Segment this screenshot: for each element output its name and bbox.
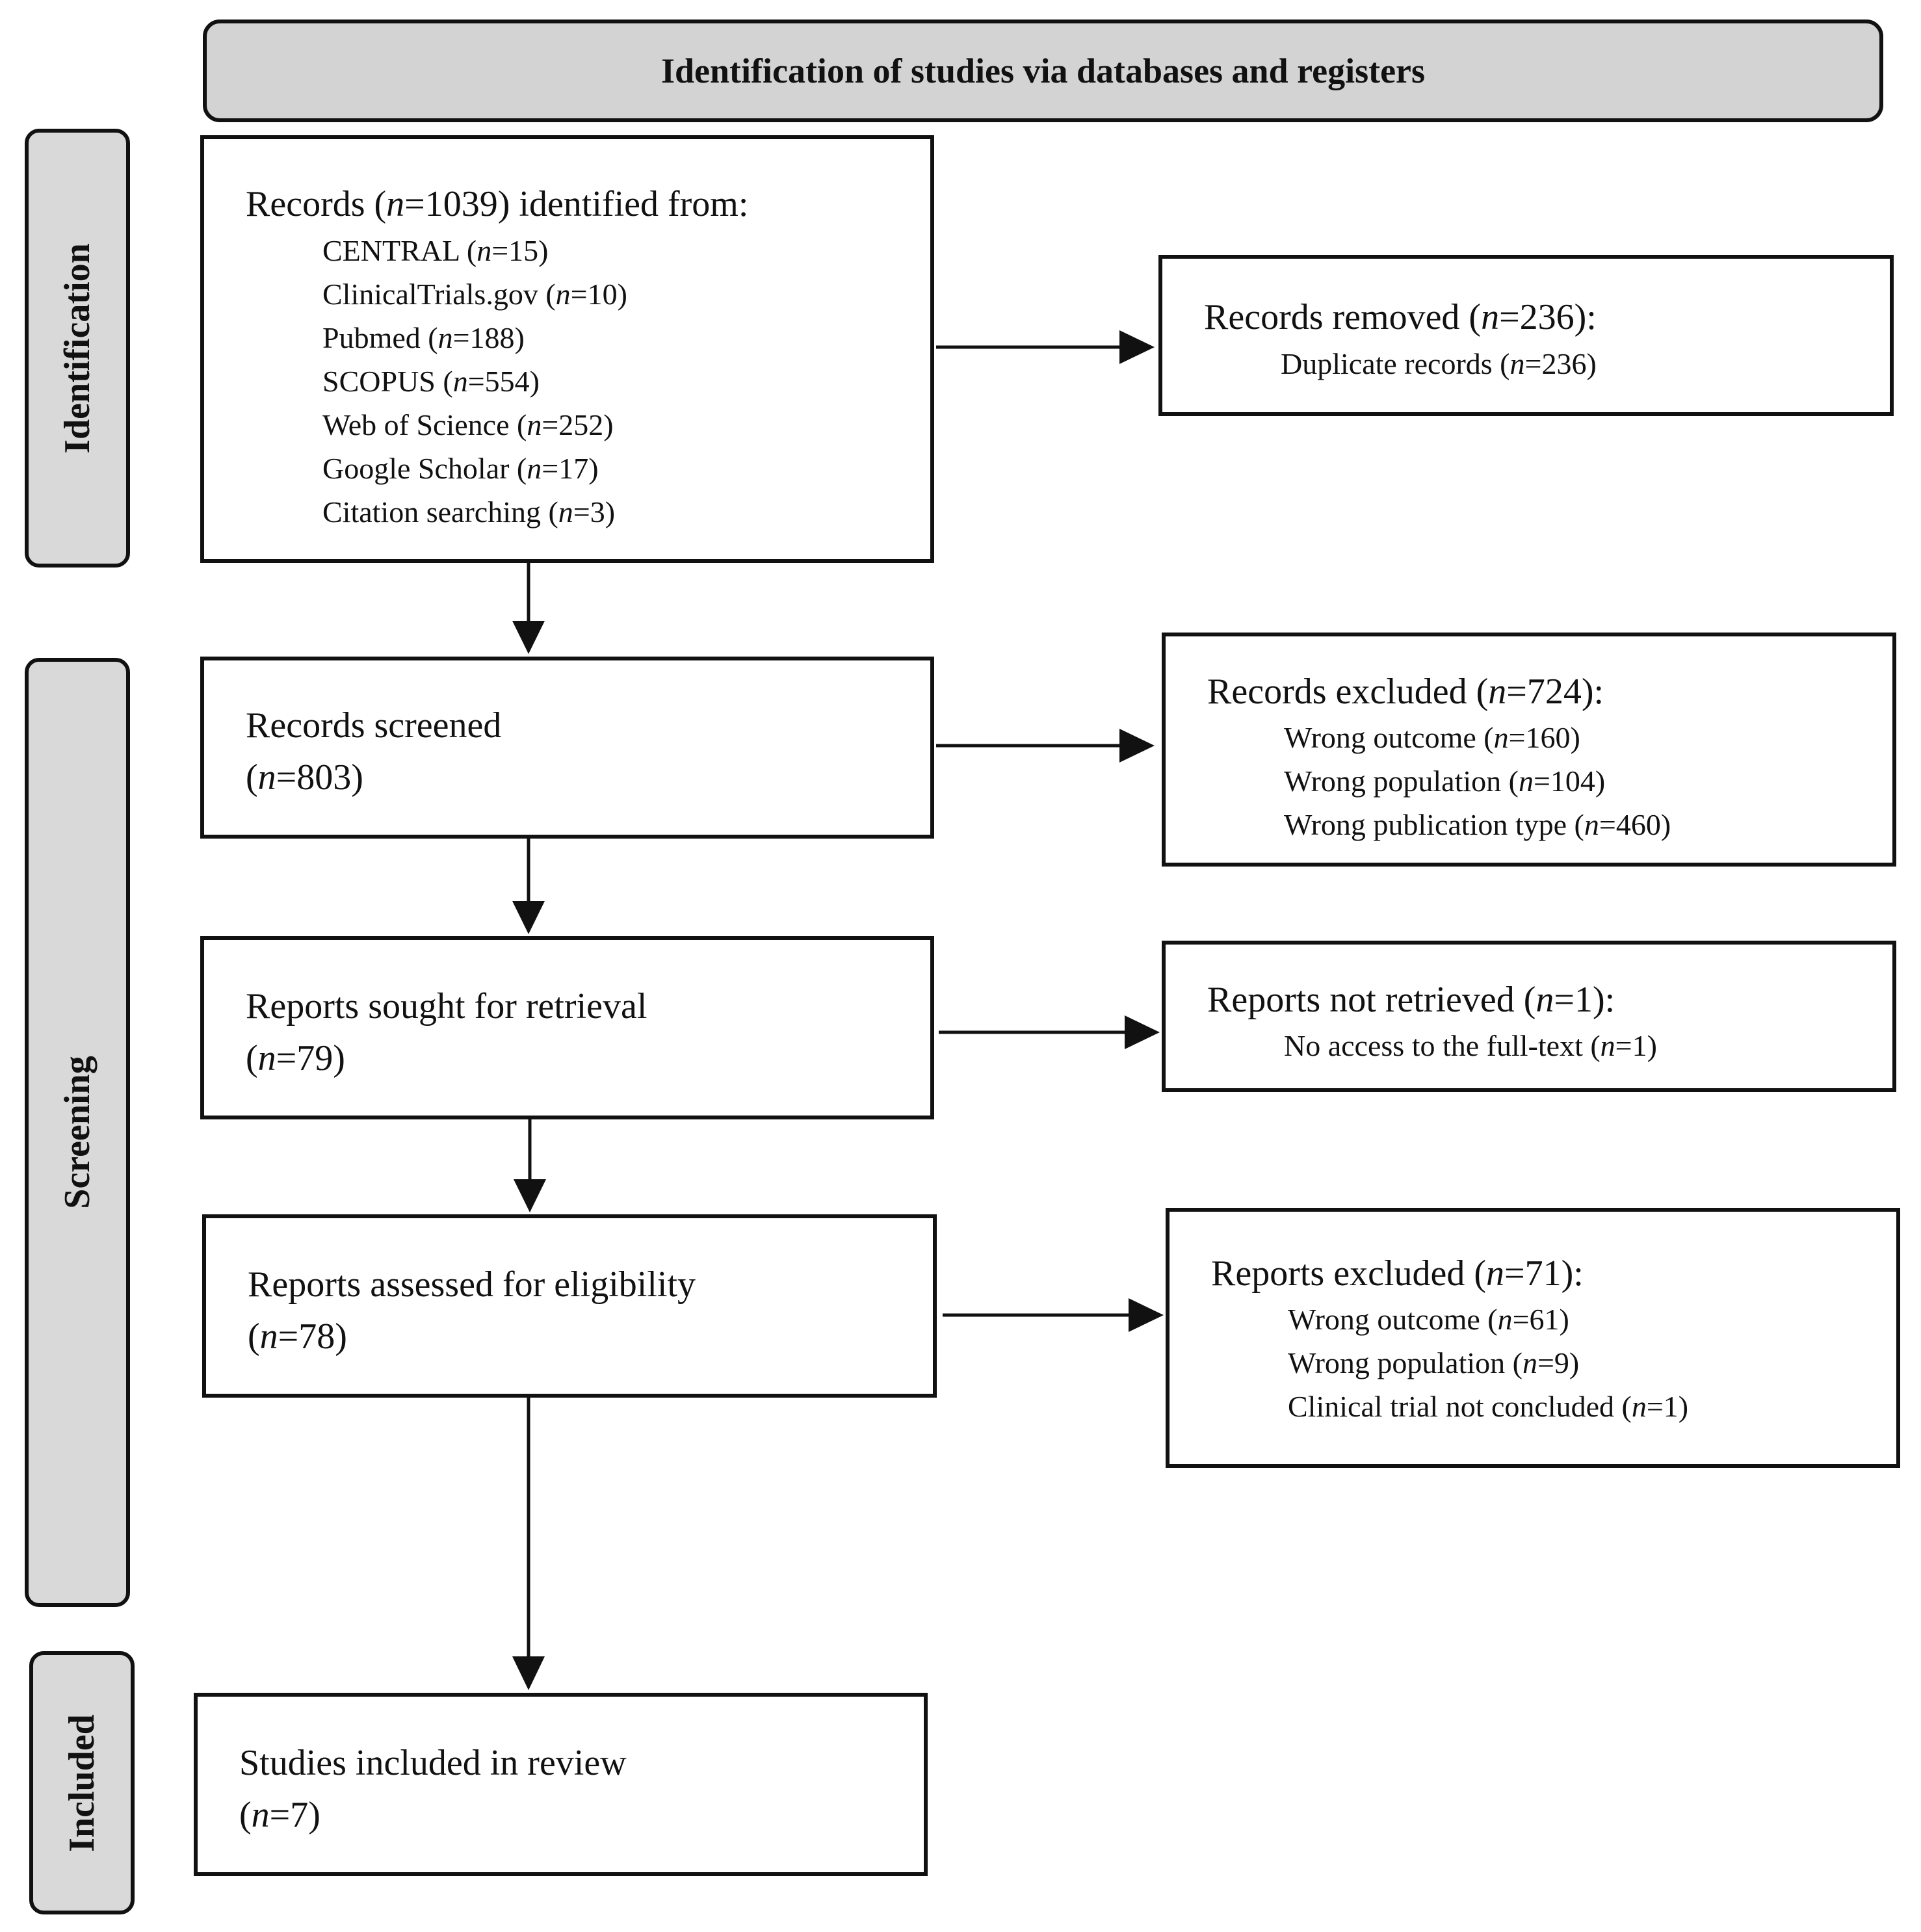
list-item: Clinical trial not concluded (n=1) bbox=[1288, 1390, 1689, 1423]
list-item: ClinicalTrials.gov (n=10) bbox=[322, 278, 627, 311]
reports-sought-box: Reports sought for retrieval (n=79) bbox=[200, 936, 934, 1119]
phase-identification: Identification bbox=[25, 129, 130, 568]
header-title: Identification of studies via databases … bbox=[660, 51, 1426, 90]
reports-assessed-text: Reports assessed for eligibility (n=78) bbox=[248, 1264, 696, 1357]
records-excluded-box: Records excluded (n=724): Wrong outcome … bbox=[1162, 633, 1896, 867]
reports-sought-text: Reports sought for retrieval (n=79) bbox=[246, 986, 647, 1078]
list-item: Citation searching (n=3) bbox=[322, 495, 616, 529]
list-item: Pubmed (n=188) bbox=[322, 321, 525, 354]
studies-included-box: Studies included in review (n=7) bbox=[194, 1693, 928, 1876]
arrow-identified-to-removed bbox=[936, 330, 1155, 364]
reports-not-retrieved-heading: Reports not retrieved (n=1): bbox=[1207, 980, 1615, 1020]
list-item: Wrong population (n=104) bbox=[1284, 764, 1606, 798]
arrow-screened-to-sought bbox=[512, 839, 545, 934]
list-item: Wrong outcome (n=61) bbox=[1288, 1303, 1569, 1336]
list-item: Wrong outcome (n=160) bbox=[1284, 721, 1580, 754]
phase-screening: Screening bbox=[25, 658, 130, 1607]
list-item: Google Scholar (n=17) bbox=[322, 452, 599, 485]
list-item: CENTRAL (n=15) bbox=[322, 234, 549, 267]
records-screened-text: Records screened (n=803) bbox=[246, 705, 502, 798]
arrow-screened-to-excluded bbox=[936, 729, 1155, 763]
source-list: CENTRAL (n=15) ClinicalTrials.gov (n=10)… bbox=[322, 229, 627, 534]
arrow-assessed-to-included bbox=[512, 1398, 545, 1690]
list-item: Wrong population (n=9) bbox=[1288, 1346, 1580, 1379]
arrow-sought-to-assessed bbox=[514, 1119, 546, 1212]
records-identified-box: Records (n=1039) identified from: CENTRA… bbox=[200, 135, 934, 563]
reports-excluded-box: Reports excluded (n=71): Wrong outcome (… bbox=[1166, 1208, 1900, 1468]
arrow-assessed-to-reports-excluded bbox=[943, 1298, 1164, 1332]
records-removed-heading: Records removed (n=236): bbox=[1204, 297, 1597, 337]
records-excluded-heading: Records excluded (n=724): bbox=[1207, 672, 1604, 712]
list-item: SCOPUS (n=554) bbox=[322, 365, 540, 398]
list-item: No access to the full-text (n=1) bbox=[1284, 1029, 1657, 1062]
list-item: Web of Science (n=252) bbox=[322, 408, 614, 441]
records-identified-heading: Records (n=1039) identified from: bbox=[246, 184, 749, 224]
header-banner: Identification of studies via databases … bbox=[203, 20, 1883, 122]
reports-excluded-list: Wrong outcome (n=61) Wrong population (n… bbox=[1288, 1298, 1688, 1428]
records-screened-box: Records screened (n=803) bbox=[200, 657, 934, 839]
excluded-list: Wrong outcome (n=160) Wrong population (… bbox=[1284, 716, 1671, 846]
not-retrieved-list: No access to the full-text (n=1) bbox=[1284, 1024, 1657, 1067]
records-removed-box: Records removed (n=236): Duplicate recor… bbox=[1158, 255, 1894, 416]
removed-list: Duplicate records (n=236) bbox=[1281, 342, 1597, 385]
list-item: Wrong publication type (n=460) bbox=[1284, 808, 1671, 841]
arrow-sought-to-not-retrieved bbox=[939, 1015, 1160, 1049]
list-item: Duplicate records (n=236) bbox=[1281, 347, 1597, 380]
phase-included: Included bbox=[29, 1651, 135, 1914]
arrow-identified-to-screened bbox=[512, 563, 545, 654]
reports-excluded-heading: Reports excluded (n=71): bbox=[1211, 1253, 1584, 1294]
reports-assessed-box: Reports assessed for eligibility (n=78) bbox=[202, 1214, 937, 1398]
reports-not-retrieved-box: Reports not retrieved (n=1): No access t… bbox=[1162, 941, 1896, 1092]
studies-included-text: Studies included in review (n=7) bbox=[239, 1743, 627, 1835]
